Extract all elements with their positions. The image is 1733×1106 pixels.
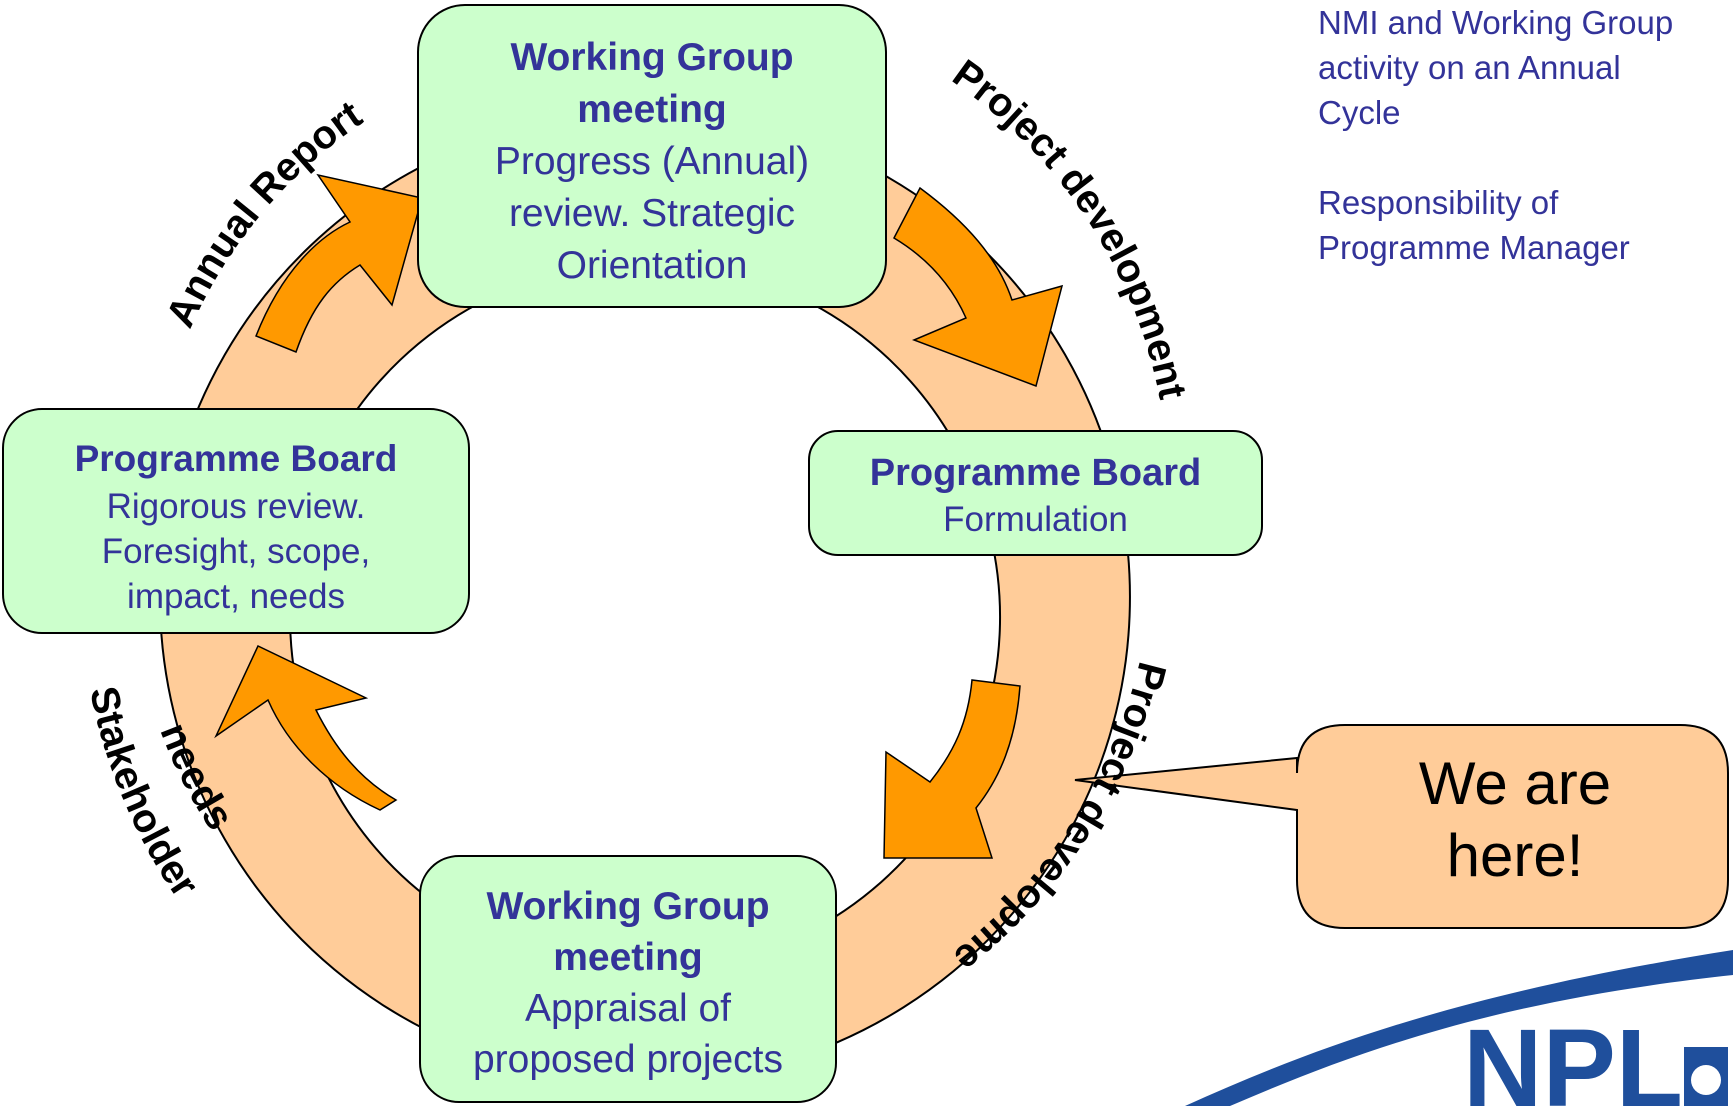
box-text-line: Progress (Annual): [494, 140, 810, 183]
box-programme-board-formulation: Programme Board Formulation: [808, 430, 1263, 556]
box-title-line2: meeting: [577, 88, 727, 131]
arrow-top-right: [893, 186, 1064, 387]
side-note: NMI and Working Group activity on an Ann…: [1318, 0, 1730, 315]
side-note-line: Responsibility of: [1318, 184, 1559, 221]
callout-line: here!: [1446, 822, 1584, 889]
arrow-bottom-left: [214, 644, 398, 811]
arrow-top-left: [255, 173, 423, 353]
callout-bubble: [1074, 724, 1729, 929]
side-note-line: activity on an Annual: [1318, 49, 1621, 86]
logo-swoosh: [1185, 950, 1733, 1106]
box-text-line: Orientation: [556, 244, 748, 287]
arrow-bottom-right: [883, 679, 1021, 859]
box-title: Programme Board: [869, 452, 1202, 494]
logo-crest-emblem: [1691, 1065, 1721, 1095]
side-note-cycle: NMI and Working Group activity on an Ann…: [1318, 0, 1730, 135]
callout-text: We are here!: [1300, 748, 1730, 892]
npl-logo: NPL: [1185, 950, 1733, 1106]
side-note-line: NMI and Working Group: [1318, 4, 1674, 41]
box-title-line1: Working Group: [510, 36, 794, 79]
box-working-group-appraisal: Working Group meeting Appraisal of propo…: [419, 855, 837, 1103]
side-note-line: Programme Manager: [1318, 229, 1630, 266]
side-note-line: Cycle: [1318, 94, 1401, 131]
box-text-line: proposed projects: [472, 1038, 784, 1081]
box-text-line: Rigorous review.: [106, 487, 366, 526]
box-text-line: impact, needs: [127, 577, 345, 616]
box-programme-board-review: Programme Board Rigorous review. Foresig…: [2, 408, 470, 634]
side-note-responsibility: Responsibility of Programme Manager: [1318, 180, 1730, 270]
box-subtitle: Formulation: [943, 500, 1128, 539]
box-text-line: Appraisal of: [525, 987, 731, 1030]
box-title: Programme Board: [74, 438, 398, 479]
box-working-group-review: Working Group meeting Progress (Annual) …: [417, 4, 887, 308]
box-title-line1: Working Group: [486, 885, 770, 928]
box-text-line: Foresight, scope,: [101, 532, 371, 571]
box-title-line2: meeting: [553, 936, 703, 979]
logo-text: NPL: [1463, 1007, 1683, 1106]
box-text-line: review. Strategic: [508, 192, 796, 235]
callout-line: We are: [1418, 750, 1612, 817]
